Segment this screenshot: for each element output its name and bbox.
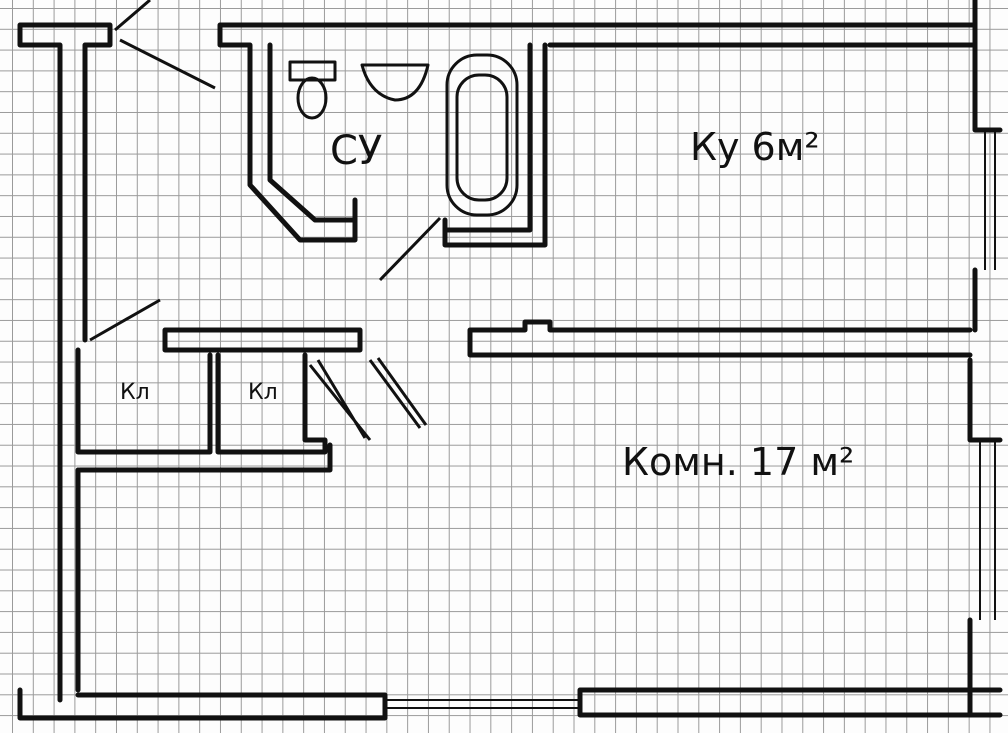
bathtub-icon (445, 53, 519, 217)
room-label-bathroom: СУ (330, 128, 383, 174)
entry-door (114, 0, 216, 90)
outer-wall-right (967, 0, 1003, 718)
closet-door-3 (368, 357, 428, 429)
outer-wall-bottom (17, 687, 1003, 721)
room-label-kitchen: Ку 6м² (690, 125, 820, 169)
closet-door-1 (89, 298, 161, 342)
room-label-closet-2: Кл (248, 380, 278, 405)
bathroom-door (378, 216, 442, 282)
closet-wall (75, 327, 363, 455)
room-label-closet-1: Кл (120, 380, 150, 405)
toilet-icon (288, 60, 337, 82)
sink-icon (360, 63, 430, 102)
partition-wall (467, 319, 973, 358)
closet-door-2 (308, 359, 372, 441)
bathroom-wall (267, 42, 548, 248)
outer-wall-left (17, 22, 113, 703)
room-label-living-room: Комн. 17 м² (622, 440, 855, 484)
